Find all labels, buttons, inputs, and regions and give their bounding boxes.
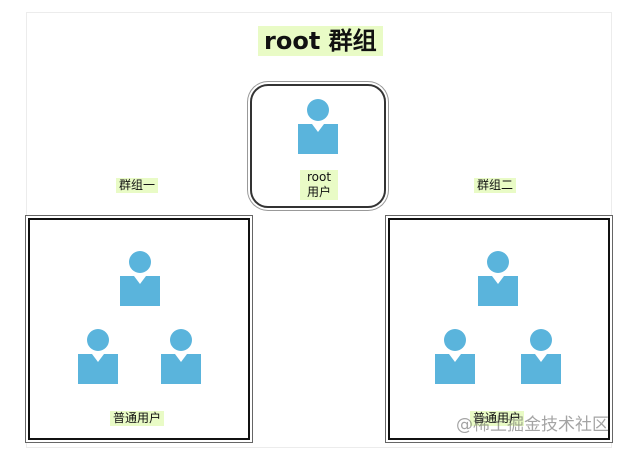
group-one-label: 群组一 — [116, 178, 159, 193]
group-two-box — [388, 218, 610, 440]
root-user-label-line1: root — [300, 170, 338, 185]
group-two-user-icon-left — [435, 329, 475, 384]
root-user-label-line2: 用户 — [300, 185, 338, 200]
group-two-members-label: 普通用户 — [470, 411, 525, 426]
group-two-user-icon-top — [478, 251, 518, 306]
root-user-box — [250, 84, 386, 208]
group-one-user-icon-top — [120, 251, 160, 306]
group-one-members-label: 普通用户 — [110, 411, 165, 426]
watermark-text: @稀土掘金技术社区 — [456, 415, 609, 435]
diagram-frame — [26, 12, 612, 448]
group-two-user-icon-right — [521, 329, 561, 384]
group-one-user-icon-left — [78, 329, 118, 384]
group-one-box — [28, 218, 250, 440]
root-user-icon — [298, 99, 338, 154]
group-two-label: 群组二 — [474, 178, 517, 193]
diagram-title: root 群组 — [258, 26, 383, 56]
group-one-user-icon-right — [161, 329, 201, 384]
